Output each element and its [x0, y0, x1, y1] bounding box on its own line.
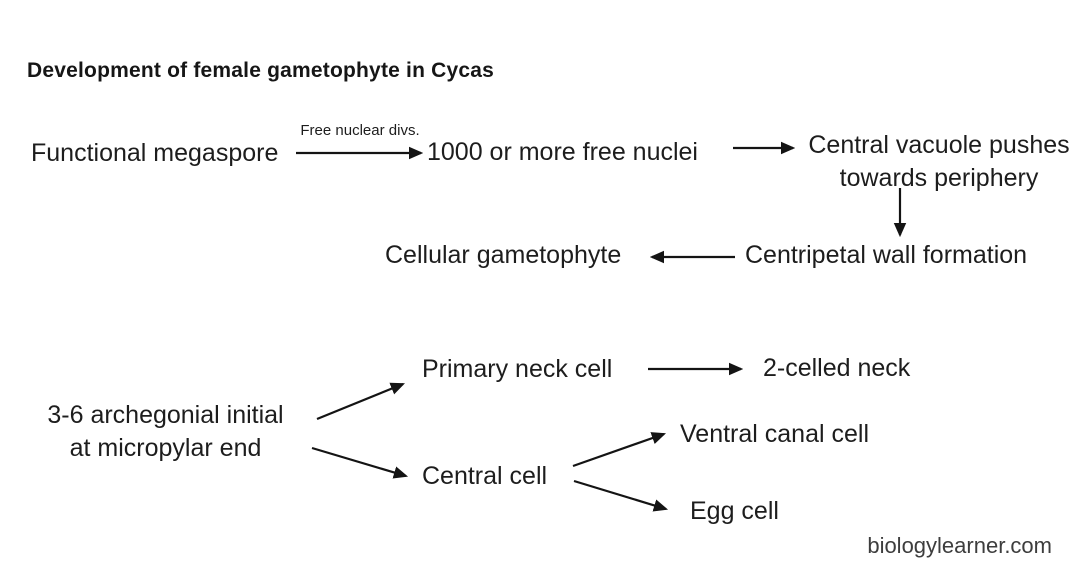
- node-archegonial-initial: 3-6 archegonial initial at micropylar en…: [38, 399, 293, 465]
- node-centripetal-wall: Centripetal wall formation: [745, 241, 1028, 269]
- arrow-initial-to-primary-neck: [316, 382, 405, 421]
- node-archegonial-initial-line2: at micropylar end: [69, 434, 262, 462]
- arrow-central-to-ventral: [572, 432, 667, 468]
- arrow-central-to-egg: [573, 479, 669, 512]
- arrow-initial-to-central-cell: [311, 446, 409, 479]
- node-egg-cell: Egg cell: [690, 497, 779, 525]
- node-two-celled-neck: 2-celled neck: [763, 354, 911, 382]
- node-functional-megaspore: Functional megaspore: [31, 139, 279, 167]
- node-ventral-canal-cell: Ventral canal cell: [680, 420, 870, 448]
- edge-label-free-nuclear-divs: Free nuclear divs.: [300, 122, 420, 139]
- node-archegonial-initial-line1: 3-6 archegonial initial: [47, 401, 284, 429]
- node-central-vacuole-line1: Central vacuole pushes: [808, 131, 1070, 159]
- page-title: Development of female gametophyte in Cyc…: [27, 59, 495, 82]
- node-free-nuclei: 1000 or more free nuclei: [427, 138, 698, 166]
- watermark-text: biologylearner.com: [867, 533, 1052, 558]
- node-central-vacuole: Central vacuole pushes towards periphery: [800, 129, 1078, 195]
- node-central-vacuole-line2: towards periphery: [839, 164, 1039, 192]
- node-cellular-gametophyte: Cellular gametophyte: [385, 241, 622, 269]
- node-primary-neck-cell: Primary neck cell: [422, 355, 613, 383]
- node-central-cell: Central cell: [422, 462, 548, 490]
